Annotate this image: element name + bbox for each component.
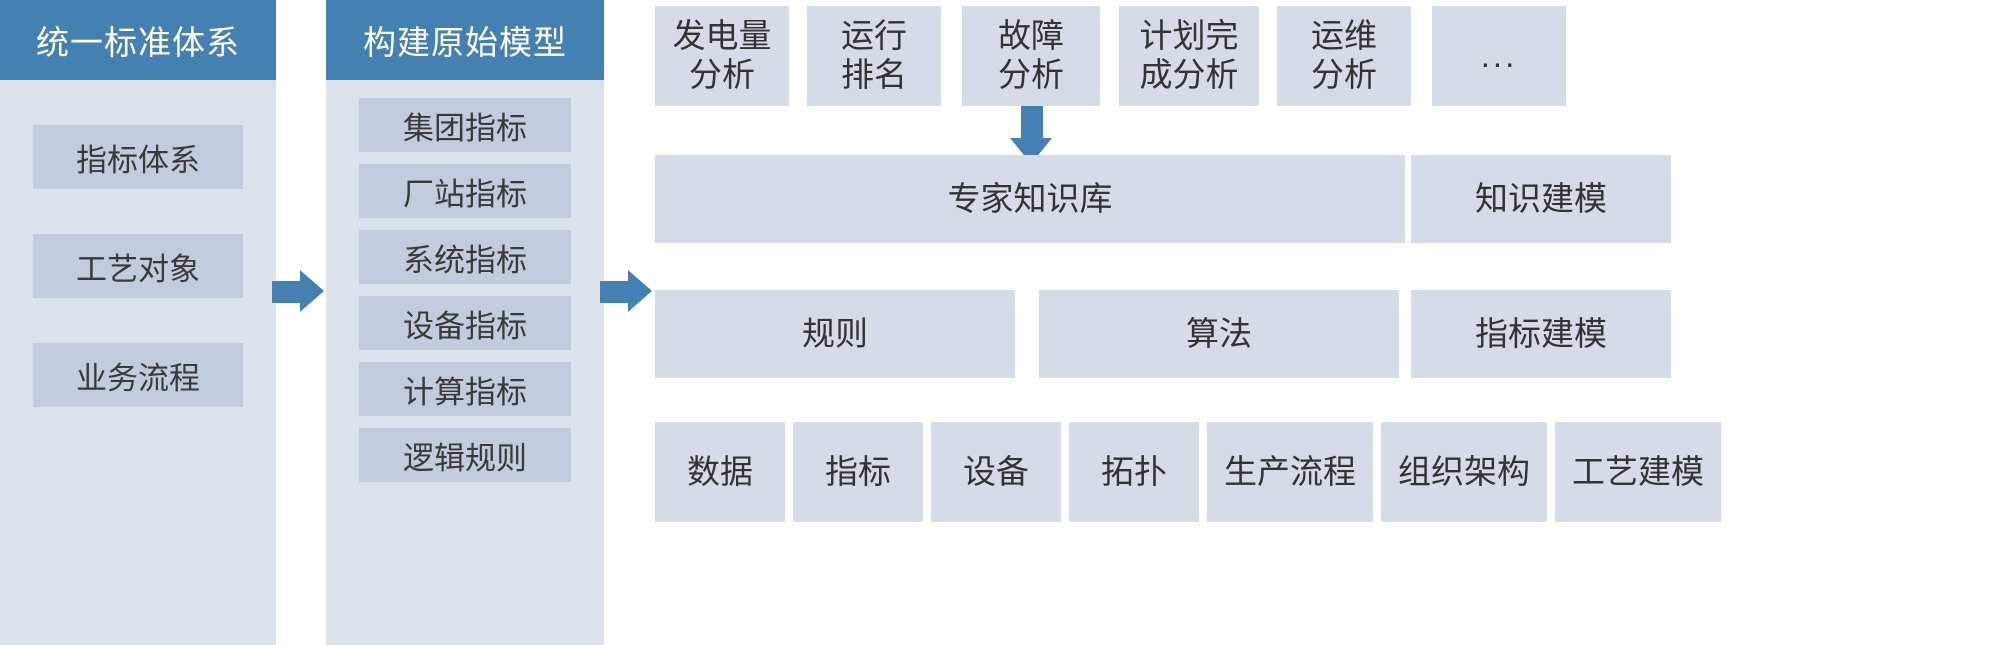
card-knowledge-modeling[interactable]: 知识建模 [1411, 155, 1671, 243]
card-process-modeling[interactable]: 工艺建模 [1555, 422, 1721, 522]
chip-logic-rule[interactable]: 逻辑规则 [359, 428, 571, 482]
chip-calculated-indicator[interactable]: 计算指标 [359, 362, 571, 416]
chip-device-indicator[interactable]: 设备指标 [359, 296, 571, 350]
card-indicator[interactable]: 指标 [793, 422, 923, 522]
panel-original-model-header: 构建原始模型 [326, 0, 604, 80]
card-more-ellipsis[interactable]: ... [1432, 6, 1566, 106]
card-operation-ranking[interactable]: 运行 排名 [807, 6, 941, 106]
card-rules[interactable]: 规则 [655, 290, 1015, 378]
chip-business-process[interactable]: 业务流程 [33, 343, 243, 407]
card-expert-knowledge-base[interactable]: 专家知识库 [655, 155, 1405, 243]
chip-process-object[interactable]: 工艺对象 [33, 234, 243, 298]
card-production-process[interactable]: 生产流程 [1207, 422, 1373, 522]
panel-original-model-body: 集团指标 厂站指标 系统指标 设备指标 计算指标 逻辑规则 [326, 80, 604, 645]
arrow-standard-to-model-icon [272, 270, 324, 312]
card-algorithms[interactable]: 算法 [1039, 290, 1399, 378]
panel-standard-system: 统一标准体系 指标体系 工艺对象 业务流程 [0, 0, 276, 645]
chip-system-indicator[interactable]: 系统指标 [359, 230, 571, 284]
card-om-analysis[interactable]: 运维 分析 [1277, 6, 1411, 106]
card-fault-analysis[interactable]: 故障 分析 [962, 6, 1100, 106]
card-data[interactable]: 数据 [655, 422, 785, 522]
panel-standard-system-header: 统一标准体系 [0, 0, 276, 80]
card-plan-completion-analysis[interactable]: 计划完 成分析 [1119, 6, 1259, 106]
panel-original-model: 构建原始模型 集团指标 厂站指标 系统指标 设备指标 计算指标 逻辑规则 [326, 0, 604, 645]
card-device[interactable]: 设备 [931, 422, 1061, 522]
card-indicator-modeling[interactable]: 指标建模 [1411, 290, 1671, 378]
card-topology[interactable]: 拓扑 [1069, 422, 1199, 522]
arrow-model-to-platform-icon [600, 270, 652, 312]
chip-plant-indicator[interactable]: 厂站指标 [359, 164, 571, 218]
card-organization-structure[interactable]: 组织架构 [1381, 422, 1547, 522]
panel-standard-system-body: 指标体系 工艺对象 业务流程 [0, 80, 276, 645]
card-generation-analysis[interactable]: 发电量 分析 [655, 6, 789, 106]
chip-indicator-system[interactable]: 指标体系 [33, 125, 243, 189]
chip-group-indicator[interactable]: 集团指标 [359, 98, 571, 152]
